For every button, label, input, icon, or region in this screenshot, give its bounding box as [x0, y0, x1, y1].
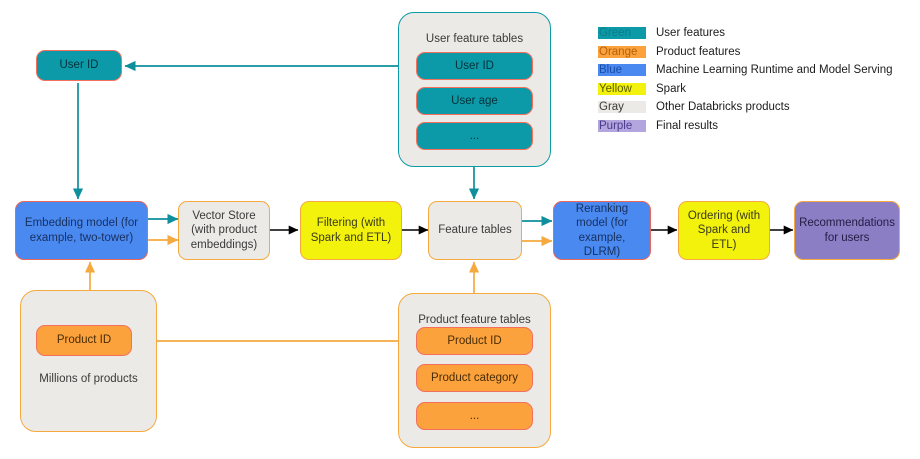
legend-row-orange: Orange Product features — [598, 43, 918, 62]
legend-label-yellow: Spark — [656, 82, 687, 95]
legend-label-gray: Other Databricks products — [656, 101, 790, 114]
product-feature-row-more[interactable]: ... — [416, 402, 533, 430]
legend-row-yellow: Yellow Spark — [598, 80, 918, 99]
node-reranking-model[interactable]: Reranking model (for example, DLRM) — [553, 201, 651, 260]
product-feature-row-product-category[interactable]: Product category — [416, 364, 533, 392]
node-filtering[interactable]: Filtering (with Spark and ETL) — [300, 201, 402, 260]
node-product-id[interactable]: Product ID — [36, 325, 132, 356]
legend-label-blue: Machine Learning Runtime and Model Servi… — [656, 64, 893, 77]
node-feature-tables[interactable]: Feature tables — [428, 201, 522, 260]
user-feature-row-more[interactable]: ... — [416, 122, 533, 150]
node-embedding-model[interactable]: Embedding model (for example, two-tower) — [15, 201, 148, 260]
legend-chip-orange: Orange — [598, 45, 646, 58]
millions-of-products-panel: Millions of products — [20, 290, 157, 432]
legend-label-purple: Final results — [656, 119, 718, 132]
user-feature-row-user-age[interactable]: User age — [416, 87, 533, 115]
user-feature-tables-title: User feature tables — [425, 33, 524, 45]
legend-row-blue: Blue Machine Learning Runtime and Model … — [598, 61, 918, 80]
user-feature-row-user-id[interactable]: User ID — [416, 52, 533, 80]
legend-chip-blue: Blue — [598, 64, 646, 77]
legend-chip-purple: Purple — [598, 119, 646, 132]
product-feature-tables-title: Product feature tables — [418, 314, 531, 326]
legend-row-gray: Gray Other Databricks products — [598, 98, 918, 117]
node-user-id[interactable]: User ID — [36, 50, 122, 81]
node-ordering[interactable]: Ordering (with Spark and ETL) — [678, 201, 770, 260]
millions-of-products-note: Millions of products — [39, 373, 138, 385]
legend-row-purple: Purple Final results — [598, 117, 918, 136]
legend-label-orange: Product features — [656, 45, 741, 58]
node-recommendations[interactable]: Recommendations for users — [794, 201, 900, 260]
product-feature-row-product-id[interactable]: Product ID — [416, 327, 533, 355]
legend-chip-gray: Gray — [598, 101, 646, 114]
node-vector-store[interactable]: Vector Store (with product embeddings) — [178, 201, 270, 260]
legend-row-green: Green User features — [598, 24, 918, 43]
legend-label-green: User features — [656, 27, 726, 40]
legend-chip-green: Green — [598, 27, 646, 40]
legend: Green User features Orange Product featu… — [598, 24, 918, 135]
legend-chip-yellow: Yellow — [598, 82, 646, 95]
